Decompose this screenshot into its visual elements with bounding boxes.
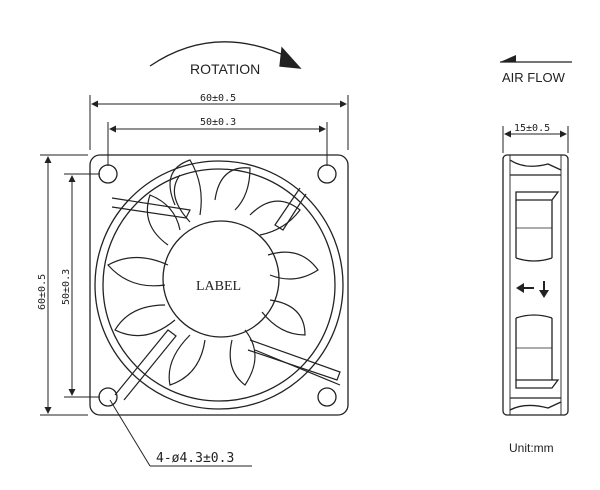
rotation-arrow-icon xyxy=(149,41,302,69)
fan-side-view xyxy=(502,154,569,416)
mounting-hole-bl xyxy=(98,387,118,407)
dim-hole-spacing-horizontal xyxy=(107,122,328,166)
air-flow-arrow-icon xyxy=(500,55,572,63)
rotation-label: ROTATION xyxy=(190,61,260,77)
dim-thickness-label: 15±0.5 xyxy=(514,123,550,134)
unit-label: Unit:mm xyxy=(509,441,554,455)
mounting-hole-tl xyxy=(98,164,118,184)
dim-overall-width xyxy=(89,95,349,150)
dim-hole-spacing-vertical-label: 50±0.3 xyxy=(61,269,72,305)
dim-hole-spacing-vertical xyxy=(64,173,100,398)
mounting-hole-tr xyxy=(317,164,337,184)
dim-overall-width-label: 60±0.5 xyxy=(200,93,236,104)
air-flow-label: AIR FLOW xyxy=(502,70,566,85)
fan-shroud-outer xyxy=(94,160,344,410)
dim-overall-height-label: 60±0.5 xyxy=(37,274,48,310)
fan-struts xyxy=(111,187,341,401)
hole-spec-label: 4-ø4.3±0.3 xyxy=(156,451,234,466)
direction-arrows-icon xyxy=(516,281,549,298)
fan-shroud-inner xyxy=(102,168,336,402)
dim-overall-height xyxy=(40,154,88,416)
side-view-outline xyxy=(502,154,569,416)
fan-frame-outline xyxy=(89,154,349,416)
fan-blades xyxy=(107,159,319,386)
fan-hub xyxy=(162,220,280,338)
fan-front-view xyxy=(89,154,349,416)
hole-spec-leader xyxy=(109,399,252,467)
dim-thickness xyxy=(502,126,569,153)
dim-hole-spacing-horizontal-label: 50±0.3 xyxy=(200,117,236,128)
mounting-hole-br xyxy=(317,387,337,407)
hub-label: LABEL xyxy=(196,279,241,294)
